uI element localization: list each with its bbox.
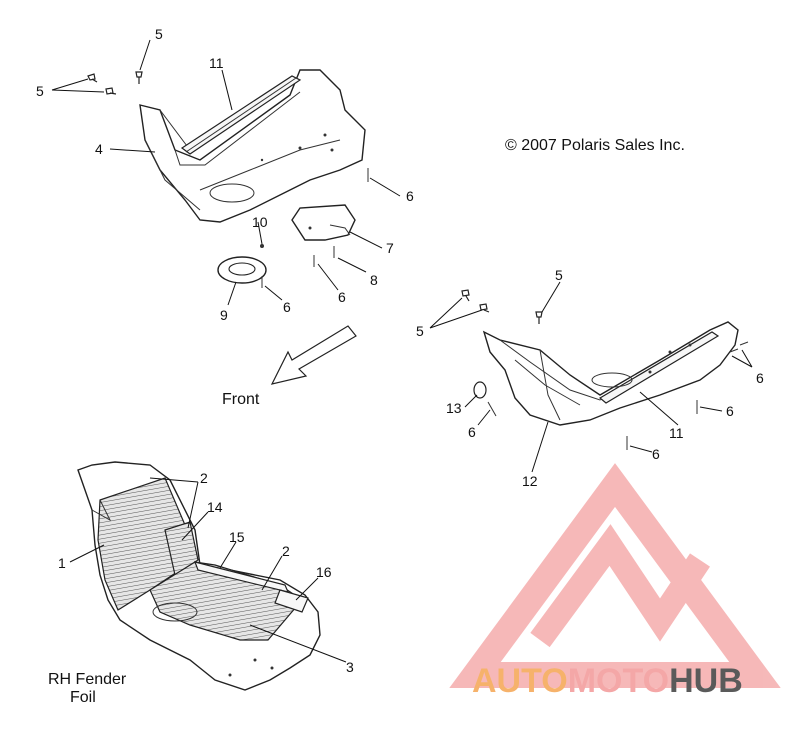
fender-part-4 <box>139 69 366 223</box>
callout-5-right-top: 5 <box>555 267 563 283</box>
callout-16: 16 <box>316 564 332 580</box>
callout-6-c: 6 <box>283 299 291 315</box>
callout-5-left: 5 <box>36 83 44 99</box>
fender-part-12 <box>482 321 739 426</box>
copyright-notice: © 2007 Polaris Sales Inc. <box>505 137 685 154</box>
callout-13: 13 <box>446 400 462 416</box>
grommet-13 <box>473 381 487 399</box>
watermark-logo: AUTOMOTOHUB <box>449 463 781 700</box>
callout-6-b: 6 <box>338 289 346 305</box>
foil-strip-11b <box>598 331 720 404</box>
callout-11-top: 11 <box>209 55 224 71</box>
callout-10: 10 <box>252 214 268 230</box>
callout-8: 8 <box>370 272 378 288</box>
callout-3: 3 <box>346 659 354 675</box>
trim-cover-7 <box>291 204 356 241</box>
caption-rh-fender: RH Fender <box>48 671 127 688</box>
callout-14: 14 <box>207 499 223 515</box>
callout-4: 4 <box>95 141 103 157</box>
callout-9: 9 <box>220 307 228 323</box>
grommet-9 <box>217 256 267 284</box>
foil-piece-14 <box>164 521 199 576</box>
callout-7: 7 <box>386 240 394 256</box>
front-direction-arrow-icon <box>270 325 357 385</box>
callout-6-g: 6 <box>468 424 476 440</box>
callout-12: 12 <box>522 473 538 489</box>
svg-text:AUTOMOTOHUB: AUTOMOTOHUB <box>472 662 743 700</box>
front-label: Front <box>222 391 260 408</box>
drain-hole <box>209 183 255 203</box>
callout-11-right: 11 <box>669 425 684 441</box>
watermark-triangle-icon <box>449 463 781 688</box>
watermark-text-hub: HUB <box>669 662 743 700</box>
watermark-text-auto: AUTO <box>472 662 568 700</box>
clip-10 <box>260 244 264 248</box>
callout-1: 1 <box>58 555 66 571</box>
callout-2-top: 2 <box>200 470 208 486</box>
push-rivet-5 <box>87 71 143 95</box>
floorboard-assembly-right <box>429 281 753 473</box>
foil-strip-16 <box>274 589 309 613</box>
watermark-text-moto: MOTO <box>568 662 669 700</box>
callout-2-bottom: 2 <box>282 543 290 559</box>
callout-6-a: 6 <box>406 188 414 204</box>
floorboard-assembly-top <box>51 39 401 306</box>
push-rivet-5-right <box>461 289 543 324</box>
callout-6-e: 6 <box>726 403 734 419</box>
fender-foil-assembly <box>69 461 347 691</box>
screw-6-right-group <box>487 341 749 450</box>
caption-foil: Foil <box>70 689 96 706</box>
callout-5-right: 5 <box>416 323 424 339</box>
callout-15: 15 <box>229 529 245 545</box>
callout-6-d: 6 <box>756 370 764 386</box>
callout-5-top: 5 <box>155 26 163 42</box>
callout-6-f: 6 <box>652 446 660 462</box>
